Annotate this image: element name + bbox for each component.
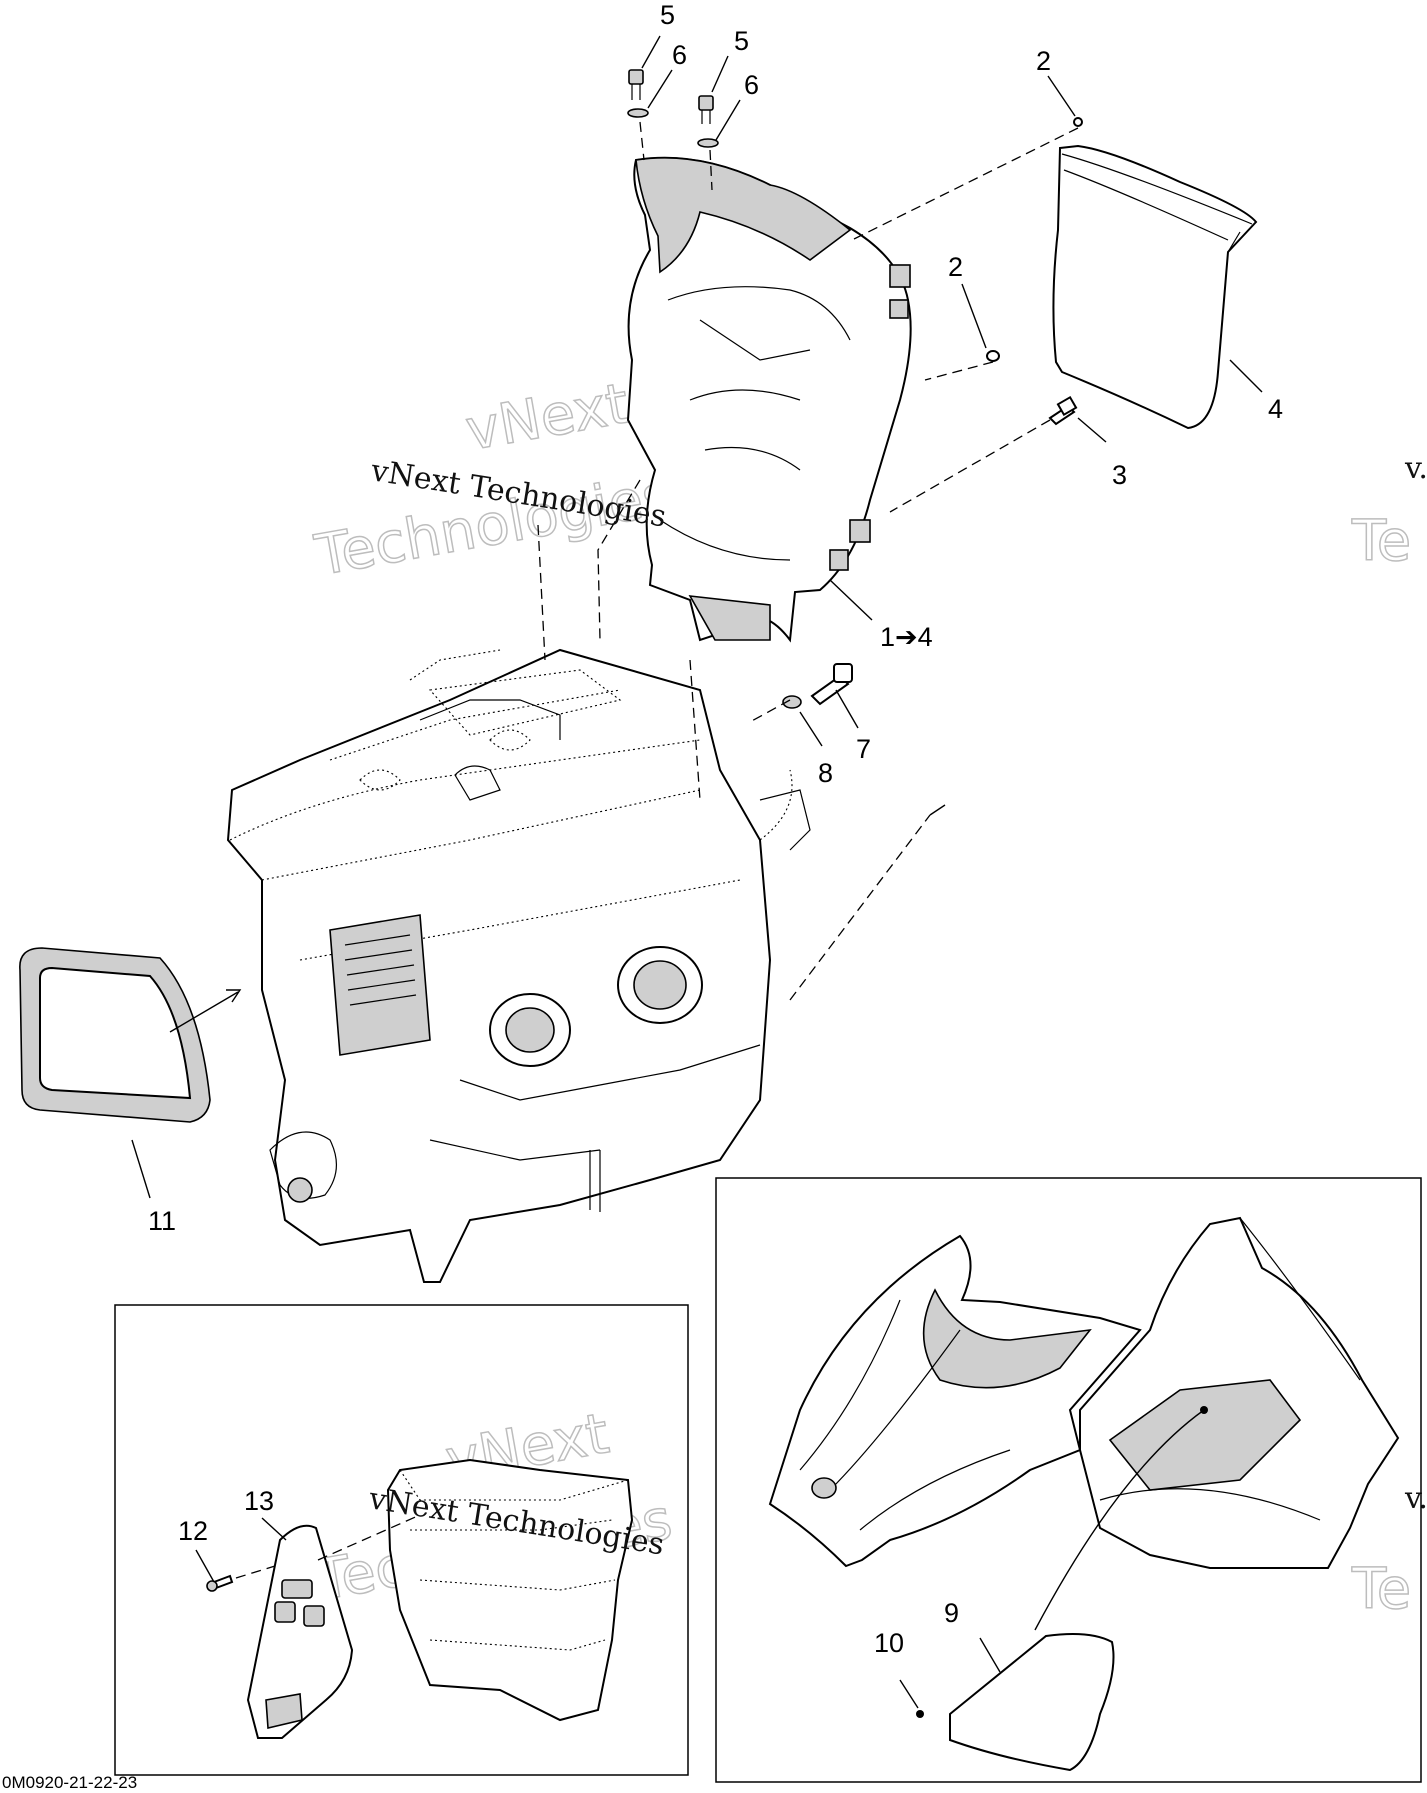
callout-9: 9 <box>944 1598 959 1628</box>
callout-13: 13 <box>244 1486 274 1516</box>
part-fan-shroud <box>626 156 912 643</box>
callout-3: 3 <box>1112 460 1127 490</box>
watermark-edge-right-top: v. Te <box>1350 451 1427 575</box>
inset-box-left <box>114 1304 689 1776</box>
inset-box-right <box>715 1177 1422 1783</box>
part-gasket-11 <box>19 947 242 1123</box>
callout-8: 8 <box>818 758 833 788</box>
callout-2b: 2 <box>948 252 963 282</box>
callout-10: 10 <box>874 1628 904 1658</box>
callout-12: 12 <box>178 1516 208 1546</box>
svg-text:Te: Te <box>1351 509 1411 574</box>
svg-text:Te: Te <box>1351 1557 1411 1622</box>
callout-6a: 6 <box>672 40 687 70</box>
hardware-bolts <box>627 69 1083 709</box>
callout-leaders <box>131 35 1263 1583</box>
callout-1-4: 1➔4 <box>880 622 933 652</box>
part-panel-4 <box>1052 144 1258 430</box>
callout-11: 11 <box>148 1206 176 1236</box>
callout-5b: 5 <box>734 26 749 56</box>
svg-text:v.: v. <box>1404 1481 1427 1516</box>
callout-7: 7 <box>856 734 871 764</box>
watermark-edge-right-bottom: v. Te <box>1350 1481 1427 1623</box>
assembly-lines <box>537 121 1079 801</box>
callout-4: 4 <box>1268 394 1283 424</box>
callout-6b: 6 <box>744 70 759 100</box>
svg-text:v.: v. <box>1404 451 1427 486</box>
callout-2a: 2 <box>1036 46 1051 76</box>
svg-text:vNext: vNext <box>461 371 633 463</box>
callout-5a: 5 <box>660 0 675 30</box>
callout-labels: 5 6 5 6 2 2 3 4 1➔4 7 8 11 13 12 9 10 <box>148 0 1283 1658</box>
drawing-code: 0M0920-21-22-23 <box>2 1773 137 1792</box>
part-engine <box>226 648 946 1283</box>
